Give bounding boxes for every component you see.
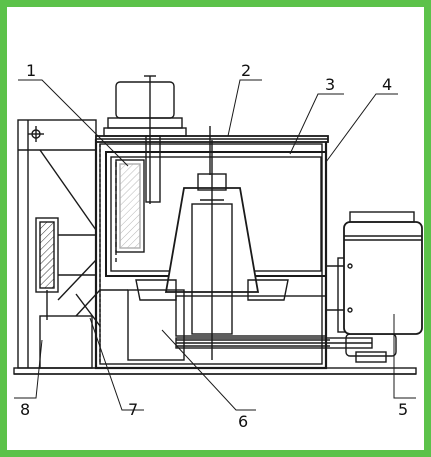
callout-2: 2 [241,61,251,80]
bearing-housing [135,140,289,360]
leader-6 [161,329,256,411]
callout-3: 3 [325,75,335,94]
leader-7 [89,317,144,411]
belt-drive [175,333,397,363]
callout-4: 4 [382,75,392,94]
callout-7: 7 [128,400,138,419]
drain-outlet [75,289,128,327]
callout-8: 8 [20,400,30,419]
callout-5: 5 [398,400,408,419]
leader-4 [325,93,398,163]
leader-8 [14,339,43,399]
callout-1: 1 [26,61,36,80]
drum-bottom [127,289,330,361]
leader-5 [393,314,416,399]
callout-6: 6 [238,412,248,431]
leader-lines [14,79,416,411]
lid-motor [103,75,211,204]
leader-2 [227,79,262,137]
drive-motor [326,211,423,335]
leader-3 [289,93,344,155]
left-frame [17,119,97,369]
spring-assembly [35,217,97,369]
leader-1 [18,79,129,167]
